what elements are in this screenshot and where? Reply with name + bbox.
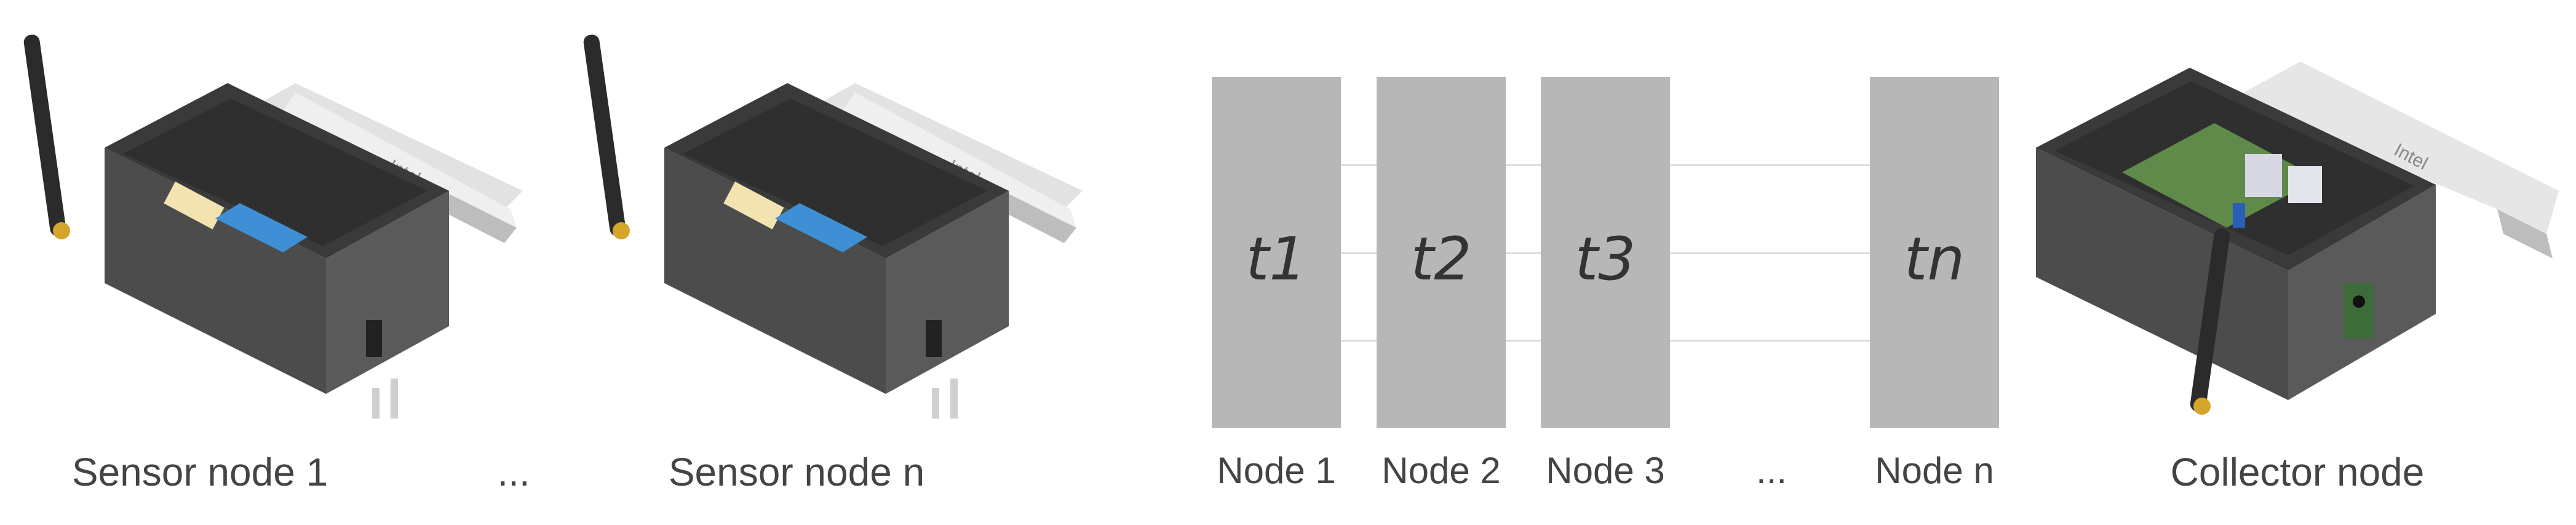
gap-line (1506, 252, 1541, 254)
circuit-board (775, 203, 867, 252)
probe-left (372, 388, 380, 419)
battery (723, 181, 784, 230)
sensors-ellipsis: ... (497, 450, 530, 494)
gap-line (1506, 340, 1541, 342)
circuit-board (215, 203, 308, 252)
battery (164, 181, 225, 230)
slot-band-3 (1541, 77, 1670, 428)
collector-node-image: Intel (2030, 25, 2571, 419)
gap-line (1670, 252, 1870, 254)
radio-module (2343, 283, 2374, 339)
probe-right (950, 379, 958, 419)
slot-band-n (1870, 77, 1999, 428)
antenna (2190, 228, 2230, 415)
antenna (23, 34, 70, 239)
gap-line (1506, 164, 1541, 166)
sensor-node-n-image: Intel (578, 25, 1083, 419)
gap-line (1670, 340, 1870, 342)
enclosure (664, 83, 1009, 419)
slot-label-tn: tn (1904, 225, 1965, 294)
gap-line (1341, 340, 1377, 342)
slot-label-t3: t3 (1575, 225, 1636, 294)
enclosure (2036, 68, 2436, 400)
slot-label-t2: t2 (1410, 225, 1472, 294)
slot-band-2 (1377, 77, 1506, 428)
gap-line (1670, 164, 1870, 166)
ethernet-port (2288, 166, 2322, 203)
time-slot-schedule: t1 t2 t3 tn (1212, 77, 1999, 428)
raspberry-pi-board (2122, 123, 2319, 228)
gap-line (1341, 252, 1377, 254)
node-ellipsis: ... (1755, 450, 1787, 491)
slot-band-1 (1212, 77, 1341, 428)
slot-label-t1: t1 (1246, 225, 1307, 294)
antenna (583, 34, 630, 239)
usb-port (2245, 154, 2282, 197)
probe-left (932, 388, 939, 419)
enclosure (105, 83, 449, 419)
node-label-1: Node 1 (1217, 450, 1336, 491)
probe-right (391, 379, 398, 419)
sensor-node-n-caption: Sensor node n (668, 450, 925, 494)
gap-line (1341, 164, 1377, 166)
node-label-n: Node n (1875, 450, 1994, 491)
sensor-node-1-image: Intel (18, 25, 523, 419)
node-label-3: Node 3 (1546, 450, 1665, 491)
sensor-node-1-caption: Sensor node 1 (71, 450, 328, 494)
collector-node-caption: Collector node (2170, 450, 2425, 494)
node-label-2: Node 2 (1381, 450, 1501, 491)
